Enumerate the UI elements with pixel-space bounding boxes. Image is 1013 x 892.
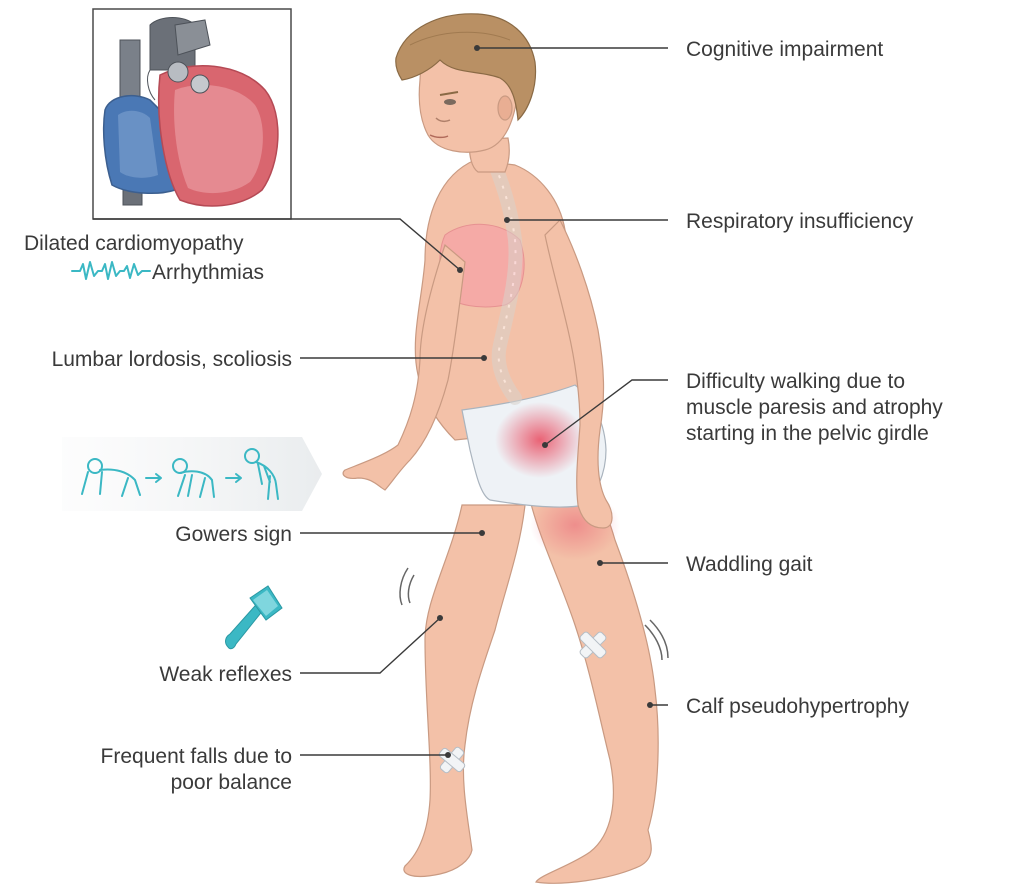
- gowers-panel: [62, 437, 322, 511]
- label-arrhythmias: Arrhythmias: [152, 261, 264, 284]
- heart-inset: [93, 9, 291, 219]
- label-lumbar-lordosis-scoliosis: Lumbar lordosis, scoliosis: [52, 348, 292, 371]
- ecg-waveform-icon: [72, 262, 150, 279]
- label-calf-pseudohypertrophy: Calf pseudohypertrophy: [686, 695, 909, 718]
- label-respiratory-insufficiency: Respiratory insufficiency: [686, 210, 914, 233]
- label-dilated-cardiomyopathy: Dilated cardiomyopathy: [24, 232, 244, 255]
- boy-illustration: [343, 14, 668, 883]
- label-difficulty-walking-line1: Difficulty walking due to: [686, 370, 905, 393]
- label-difficulty-walking-line3: starting in the pelvic girdle: [686, 422, 929, 445]
- label-difficulty-walking-line2: muscle paresis and atrophy: [686, 396, 943, 419]
- label-waddling-gait: Waddling gait: [686, 553, 813, 576]
- label-gowers-sign: Gowers sign: [175, 523, 292, 546]
- reflex-hammer-icon: [226, 586, 282, 649]
- label-frequent-falls-line1: Frequent falls due to: [101, 745, 292, 768]
- label-cognitive-impairment: Cognitive impairment: [686, 38, 883, 61]
- label-weak-reflexes: Weak reflexes: [159, 663, 292, 686]
- label-frequent-falls-line2: poor balance: [171, 771, 292, 794]
